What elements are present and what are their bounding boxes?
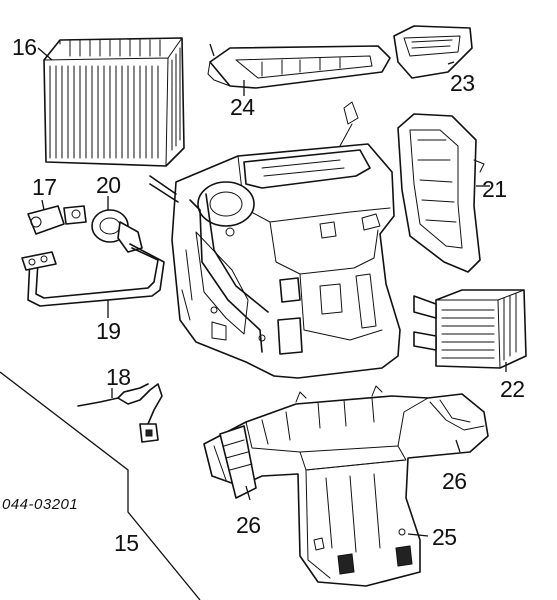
callout-26-right: 26 xyxy=(442,468,467,494)
heater-core-part xyxy=(413,289,527,372)
callout-26-left: 26 xyxy=(236,512,261,538)
evaporator-core-part xyxy=(37,37,185,167)
tube-assembly-part xyxy=(21,243,165,318)
assembly-boundary-line xyxy=(0,371,201,600)
callout-23: 23 xyxy=(450,70,475,96)
callout-15: 15 xyxy=(114,530,139,556)
callout-21: 21 xyxy=(482,176,507,202)
vent-piece-part xyxy=(393,25,473,79)
callout-18: 18 xyxy=(106,364,131,390)
callout-25: 25 xyxy=(432,524,457,550)
lower-housing-unit xyxy=(203,385,489,587)
duct-grille-part xyxy=(207,43,391,96)
callout-24: 24 xyxy=(230,94,255,120)
expansion-valve-part xyxy=(27,199,87,235)
callout-17: 17 xyxy=(32,174,57,200)
callout-20: 20 xyxy=(96,172,121,198)
callout-16: 16 xyxy=(12,34,37,60)
diagram-code: 044-03201 xyxy=(2,496,79,513)
hvac-main-unit xyxy=(149,101,401,379)
thermistor-part xyxy=(77,383,163,443)
callout-22: 22 xyxy=(500,376,525,402)
callout-19: 19 xyxy=(96,318,121,344)
blower-duct-part xyxy=(397,113,490,273)
pressure-switch-part xyxy=(91,196,143,253)
